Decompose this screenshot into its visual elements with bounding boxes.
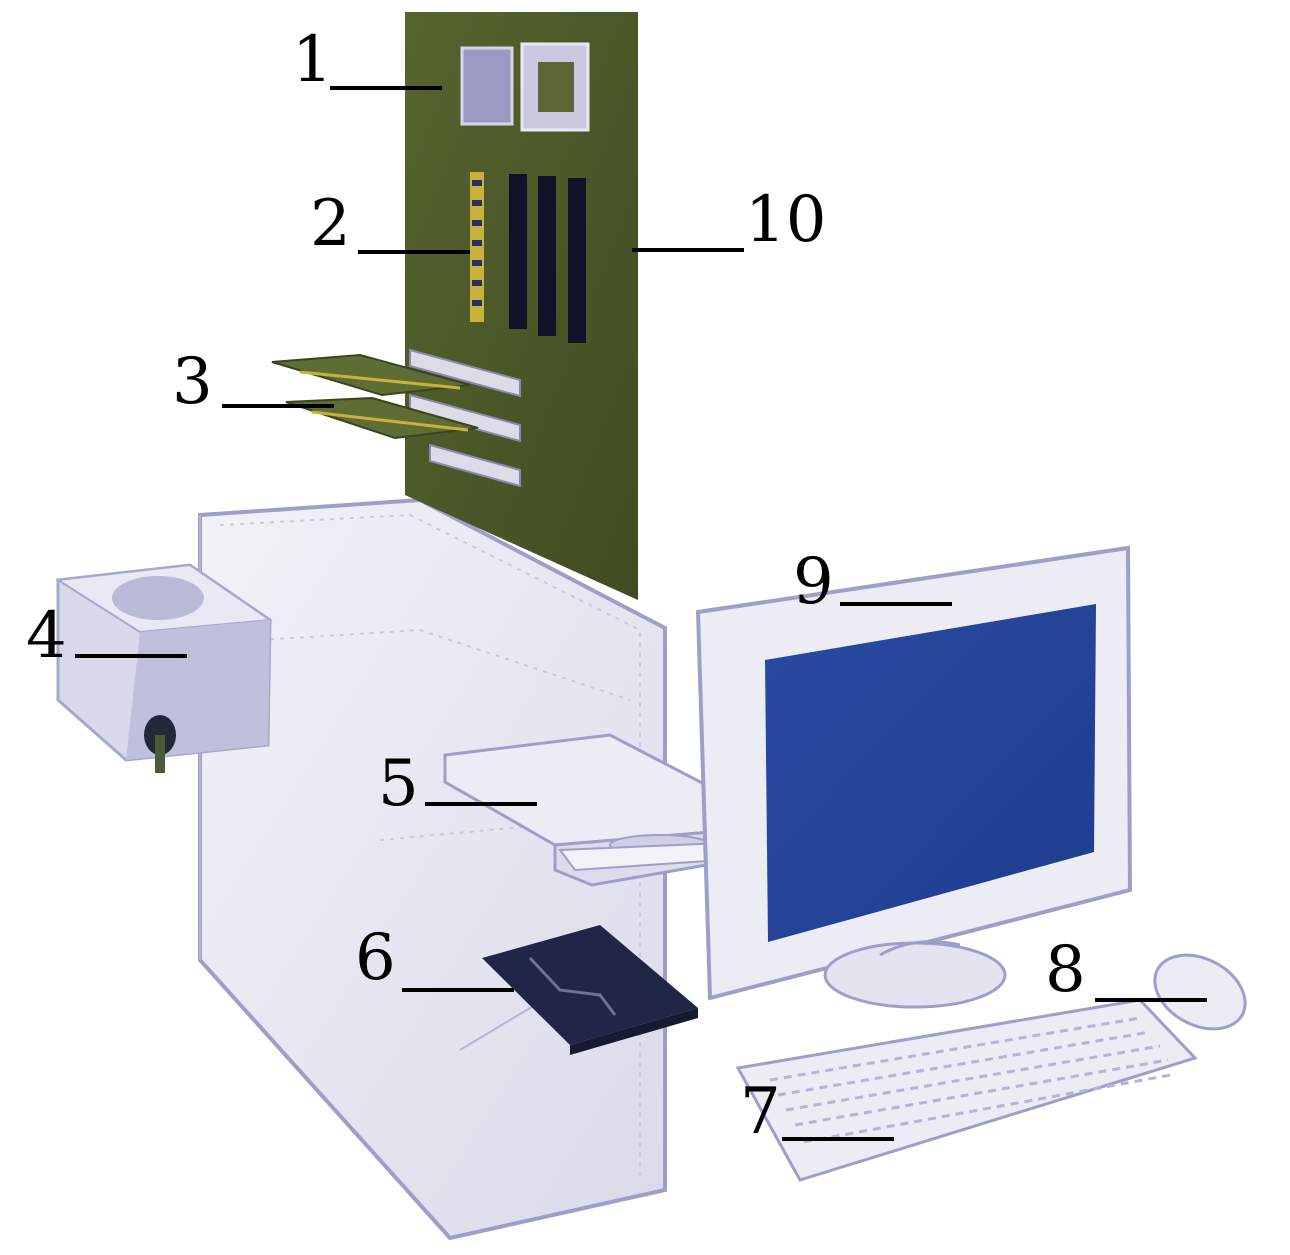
motherboard-board [405,12,638,600]
leader-line-10 [632,248,744,252]
leader-line-8 [1095,998,1207,1002]
ram-slots-art [470,172,586,343]
leader-line-9 [840,602,952,606]
power-supply-art [55,563,273,773]
label-2: 2 [310,187,351,261]
label-10: 10 [745,183,827,257]
monitor-art [695,545,1133,1009]
label-7: 7 [740,1075,781,1149]
label-8: 8 [1045,933,1086,1007]
computer-case [198,497,667,1241]
leader-line-5 [425,802,537,806]
leader-line-4 [75,654,187,658]
label-4: 4 [26,599,67,673]
leader-line-1 [330,86,442,90]
leader-line-3 [222,404,334,408]
leader-line-6 [402,988,514,992]
label-6: 6 [355,921,396,995]
leader-line-2 [358,250,470,254]
monitor-stand [823,941,1007,1009]
label-9: 9 [793,545,834,619]
cpu-chip [460,46,514,126]
mouse-art [1153,953,1247,1031]
label-1: 1 [292,23,333,97]
keyboard-art [735,998,1198,1182]
expansion-cards-art [271,353,479,440]
hard-disk-art [482,925,698,1055]
leader-line-7 [782,1137,894,1141]
label-5: 5 [378,747,419,821]
expansion-slots-art [409,348,521,488]
label-3: 3 [172,345,213,419]
